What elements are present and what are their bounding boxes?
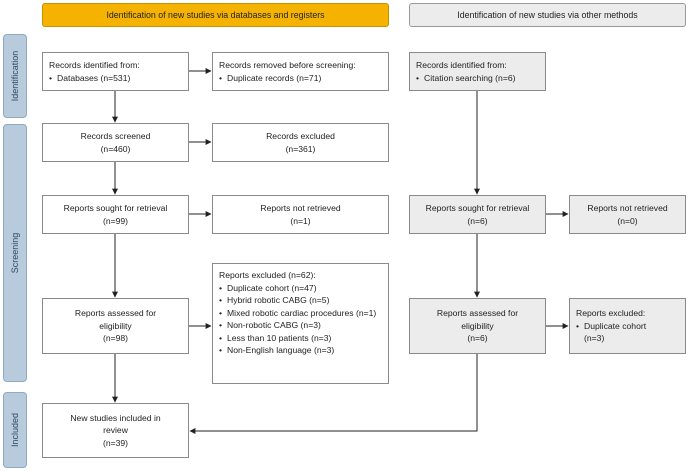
other-methods-header-text: Identification of new studies via other … [457,10,638,20]
other-not-retrieved-count: (n=0) [617,215,638,226]
db-not-retrieved-count: (n=1) [290,215,311,226]
db-screened-count: (n=460) [100,143,131,154]
db-excluded-count: (n=361) [285,143,316,154]
db-removed-item: Duplicate records (n=71) [219,72,382,85]
phase-identification: Identification [3,34,27,118]
databases-header: Identification of new studies via databa… [42,3,389,27]
db-screened-label: Records screened [80,131,151,141]
db-identified-item: Databases (n=531) [49,72,182,85]
list-item: Non-English language (n=3) [219,344,382,357]
other-reports-assessed-box: Reports assessed for eligibility (n=6) [409,298,546,354]
included-count: (n=39) [102,437,129,448]
arrow-other-assessed-to-included [189,354,478,434]
included-label-1: New studies included in [70,412,161,423]
list-item: Hybrid robotic CABG (n=5) [219,294,382,307]
other-assessed-label-2: eligibility [461,320,494,331]
db-assessed-count: (n=98) [102,333,129,344]
other-not-retrieved-label: Reports not retrieved [587,203,668,213]
other-identified-title: Records identified from: [416,60,507,70]
databases-header-text: Identification of new studies via databa… [106,10,325,20]
other-reports-excluded-title: Reports excluded: [576,308,646,318]
list-item: Mixed robotic cardiac procedures (n=1) [219,307,382,320]
db-reports-not-retrieved-box: Reports not retrieved (n=1) [212,195,389,234]
other-reports-excluded-box: Reports excluded: Duplicate cohort (n=3) [569,298,686,354]
db-assessed-label-1: Reports assessed for [74,308,157,319]
phase-included: Included [3,392,27,468]
other-assessed-count: (n=6) [467,333,488,344]
db-reports-sought-box: Reports sought for retrieval (n=99) [42,195,189,234]
db-records-excluded-box: Records excluded (n=361) [212,123,389,162]
other-reports-sought-box: Reports sought for retrieval (n=6) [409,195,546,234]
list-item: Less than 10 patients (n=3) [219,332,382,345]
other-records-identified-box: Records identified from: Citation search… [409,52,546,91]
db-reports-excluded-list: Duplicate cohort (n=47) Hybrid robotic C… [219,282,382,357]
db-sought-count: (n=99) [102,215,129,226]
db-reports-excluded-title: Reports excluded (n=62): [219,270,316,280]
included-studies-box: New studies included in review (n=39) [42,403,189,458]
db-not-retrieved-label: Reports not retrieved [260,203,341,213]
db-reports-assessed-box: Reports assessed for eligibility (n=98) [42,298,189,354]
other-methods-header: Identification of new studies via other … [409,3,686,27]
phase-screening: Screening [3,124,27,382]
other-reports-excluded-count: (n=3) [584,333,605,343]
db-records-identified-box: Records identified from: Databases (n=53… [42,52,189,91]
included-label-2: review [103,425,128,436]
other-identified-item: Citation searching (n=6) [416,72,539,85]
db-records-screened-box: Records screened (n=460) [42,123,189,162]
db-excluded-label: Records excluded [266,131,335,141]
db-sought-label: Reports sought for retrieval [63,203,168,213]
other-reports-not-retrieved-box: Reports not retrieved (n=0) [569,195,686,234]
db-reports-excluded-box: Reports excluded (n=62): Duplicate cohor… [212,263,389,384]
db-removed-title: Records removed before screening: [219,60,356,70]
list-item: Non-robotic CABG (n=3) [219,319,382,332]
db-assessed-label-2: eligibility [99,320,132,331]
other-sought-count: (n=6) [467,215,488,226]
db-identified-title: Records identified from: [49,60,140,70]
other-assessed-label-1: Reports assessed for [436,308,519,319]
list-item: Duplicate cohort (n=47) [219,282,382,295]
other-sought-label: Reports sought for retrieval [425,203,530,213]
list-item: Duplicate cohort [576,320,679,333]
db-records-removed-box: Records removed before screening: Duplic… [212,52,389,91]
